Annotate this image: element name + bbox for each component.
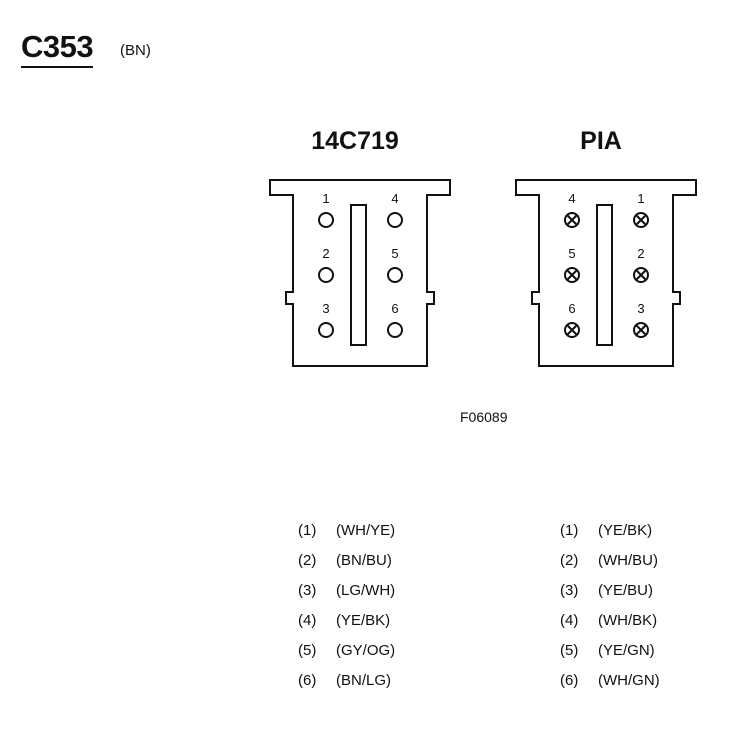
pin-table-pia: (1) (YE/BK) (2) (WH/BU) (3) (YE/BU) (4) (WH/BK)… bbox=[560, 515, 660, 695]
pin-wire-color: (WH/GN) bbox=[598, 671, 660, 689]
pin-socket bbox=[564, 267, 580, 283]
pin-row-number: (6) bbox=[298, 671, 317, 689]
pin-socket bbox=[633, 267, 649, 283]
pin-socket bbox=[318, 322, 334, 338]
pin-number-label: 6 bbox=[568, 301, 575, 316]
pin-number-label: 1 bbox=[637, 191, 644, 206]
pin-cross-mark bbox=[566, 269, 578, 281]
connector-color-code: (BN) bbox=[120, 42, 151, 59]
pin-row-number: (4) bbox=[298, 611, 317, 629]
pin-row: (1) (YE/BK) bbox=[560, 515, 660, 545]
pin-socket bbox=[318, 267, 334, 283]
pin-number-label: 3 bbox=[322, 301, 329, 316]
pin-wire-color: (YE/BK) bbox=[336, 611, 391, 629]
connector-outline bbox=[269, 179, 451, 367]
pin-socket bbox=[633, 212, 649, 228]
pin-socket bbox=[387, 267, 403, 283]
pin-number-label: 5 bbox=[391, 246, 398, 261]
connector-label-pia: PIA bbox=[580, 127, 622, 155]
pin-row-number: (2) bbox=[298, 551, 317, 569]
pin-wire-color: (YE/BU) bbox=[598, 581, 654, 599]
pin-row: (6) (BN/LG) bbox=[298, 665, 395, 695]
pin-wire-color: (LG/WH) bbox=[336, 581, 396, 599]
connector-key-slot bbox=[350, 204, 367, 346]
pin-cross-mark bbox=[566, 324, 578, 336]
pin-socket bbox=[633, 322, 649, 338]
pin-wire-color: (YE/GN) bbox=[598, 641, 655, 659]
connector-title: C353 bbox=[21, 29, 94, 69]
pin-socket bbox=[387, 322, 403, 338]
pin-cross-mark bbox=[635, 214, 647, 226]
pin-row: (1) (WH/YE) bbox=[298, 515, 395, 545]
pin-number-label: 2 bbox=[637, 246, 644, 261]
pin-row: (2) (BN/BU) bbox=[298, 545, 395, 575]
figure-code: F06089 bbox=[460, 409, 508, 425]
pin-row-number: (1) bbox=[560, 521, 579, 539]
pin-number-label: 2 bbox=[322, 246, 329, 261]
pin-row: (5) (YE/GN) bbox=[560, 635, 660, 665]
pin-row: (4) (YE/BK) bbox=[298, 605, 395, 635]
pin-cross-mark bbox=[635, 324, 647, 336]
connector-face-pia: 4 5 6 1 2 3 bbox=[515, 179, 697, 367]
pin-wire-color: (WH/YE) bbox=[336, 521, 396, 539]
pin-number-label: 1 bbox=[322, 191, 329, 206]
pin-wire-color: (BN/BU) bbox=[336, 551, 392, 569]
connector-label-14c719: 14C719 bbox=[311, 127, 399, 155]
pin-row-number: (1) bbox=[298, 521, 317, 539]
pin-row: (3) (YE/BU) bbox=[560, 575, 660, 605]
pin-cross-mark bbox=[566, 214, 578, 226]
pin-number-label: 5 bbox=[568, 246, 575, 261]
pin-row-number: (5) bbox=[560, 641, 579, 659]
pin-row: (3) (LG/WH) bbox=[298, 575, 395, 605]
pin-row-number: (2) bbox=[560, 551, 579, 569]
connector-face-14c719: 1 2 3 4 5 6 bbox=[269, 179, 451, 367]
pin-row-number: (3) bbox=[560, 581, 579, 599]
pin-cross-mark bbox=[635, 269, 647, 281]
pin-number-label: 6 bbox=[391, 301, 398, 316]
pin-row: (6) (WH/GN) bbox=[560, 665, 660, 695]
pin-row-number: (5) bbox=[298, 641, 317, 659]
pin-row: (4) (WH/BK) bbox=[560, 605, 660, 635]
pin-number-label: 4 bbox=[391, 191, 398, 206]
pin-row-number: (4) bbox=[560, 611, 579, 629]
pin-wire-color: (BN/LG) bbox=[336, 671, 392, 689]
pin-wire-color: (GY/OG) bbox=[336, 641, 396, 659]
pin-socket bbox=[387, 212, 403, 228]
pin-socket bbox=[564, 322, 580, 338]
pin-number-label: 4 bbox=[568, 191, 575, 206]
pin-wire-color: (WH/BU) bbox=[598, 551, 658, 569]
pin-wire-color: (YE/BK) bbox=[598, 521, 653, 539]
pin-number-label: 3 bbox=[637, 301, 644, 316]
pin-table-14c719: (1) (WH/YE) (2) (BN/BU) (3) (LG/WH) (4) (YE/BK)… bbox=[298, 515, 395, 695]
pin-row: (2) (WH/BU) bbox=[560, 545, 660, 575]
pin-row-number: (6) bbox=[560, 671, 579, 689]
pin-row-number: (3) bbox=[298, 581, 317, 599]
pin-wire-color: (WH/BK) bbox=[598, 611, 658, 629]
pin-socket bbox=[318, 212, 334, 228]
pin-row: (5) (GY/OG) bbox=[298, 635, 395, 665]
connector-outline bbox=[515, 179, 697, 367]
pin-socket bbox=[564, 212, 580, 228]
connector-key-slot bbox=[596, 204, 613, 346]
